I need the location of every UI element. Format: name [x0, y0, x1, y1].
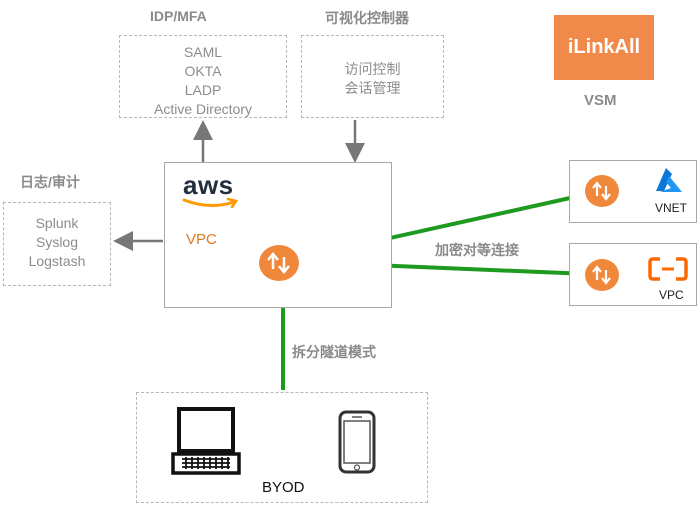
logs-list: Splunk Syslog Logstash: [3, 214, 111, 271]
idp-box: [119, 35, 287, 118]
controller-title: 可视化控制器: [325, 10, 409, 26]
byod-label: BYOD: [262, 479, 305, 496]
controller-item: 访问控制: [344, 61, 401, 77]
aws-gateway-node-icon: [259, 245, 299, 281]
controller-list: 访问控制 会话管理: [301, 60, 444, 98]
azure-gateway-node-icon: [585, 175, 619, 207]
aws-vpc-label: VPC: [186, 231, 217, 248]
peering-label: 加密对等连接: [435, 242, 519, 258]
aliyun-vpc-box: [569, 243, 697, 306]
idp-item: OKTA: [184, 63, 222, 79]
aws-smile-icon: [182, 197, 239, 209]
controller-box: [301, 35, 444, 118]
aws-logo-text: aws: [183, 170, 234, 200]
logs-item: Syslog: [35, 234, 79, 250]
smartphone-icon: [338, 410, 376, 474]
byod-box: [136, 392, 428, 503]
logs-item: Logstash: [28, 253, 86, 269]
idp-item: Active Directory: [153, 101, 253, 117]
logs-box: [3, 202, 111, 286]
idp-item: SAML: [183, 44, 223, 60]
idp-item: LADP: [184, 82, 222, 98]
idp-list: SAML OKTA LADP Active Directory: [119, 43, 287, 119]
aliyun-vpc-label: VPC: [659, 288, 684, 302]
aliyun-gateway-node-icon: [585, 259, 619, 291]
logs-item: Splunk: [35, 215, 79, 231]
azure-logo-icon: [656, 168, 682, 192]
logs-title: 日志/审计: [20, 174, 80, 190]
controller-item: 会话管理: [344, 80, 401, 96]
ilinkall-logo: iLinkAll: [554, 15, 654, 80]
aliyun-logo-icon: [648, 257, 688, 281]
idp-title: IDP/MFA: [150, 8, 207, 24]
laptop-icon: [171, 407, 241, 475]
split-tunnel-label: 拆分隧道模式: [292, 344, 376, 360]
azure-vnet-label: VNET: [655, 201, 688, 215]
vsm-caption: VSM: [584, 92, 617, 109]
aws-vpc-box: [164, 162, 392, 308]
